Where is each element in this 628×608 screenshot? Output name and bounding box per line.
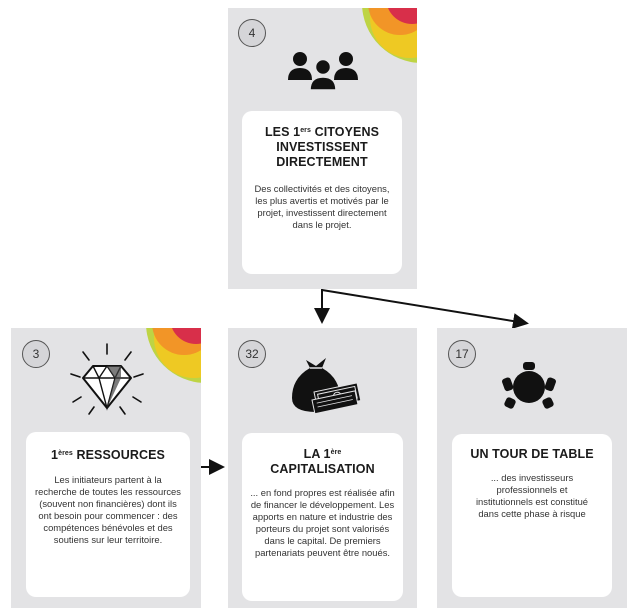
card-title: Les 1ers CITOYENS INVESTISSENT DIRECTEME… xyxy=(264,125,380,169)
card-description: Des collectivités et des citoyens, les p… xyxy=(254,183,390,230)
card-number-badge: 4 xyxy=(238,19,266,47)
card-number-badge: 32 xyxy=(238,340,266,368)
card-title: LA 1ère CAPITALISATION xyxy=(270,447,375,476)
corner-decoration xyxy=(362,8,417,63)
corner-decoration xyxy=(146,328,201,383)
arrow-to-tour-de-table xyxy=(321,289,529,329)
money-bag-icon xyxy=(284,350,364,420)
card-tour-de-table: 17 UN TOUR DE TABLE ... des investisseur… xyxy=(437,328,627,608)
card-description: ... des investisseurs professionnels et … xyxy=(475,472,589,519)
card-title: 1ères RESSOURCES xyxy=(51,448,165,462)
card-title: UN TOUR DE TABLE xyxy=(470,447,594,461)
diamond-icon xyxy=(69,342,145,422)
card-number-badge: 17 xyxy=(448,340,476,368)
card-ressources: 3 1ères RESSOURCES Les initiateurs parte… xyxy=(11,328,201,608)
card-description: ... en fond propres est réalisée afin de… xyxy=(250,487,395,558)
people-icon xyxy=(286,48,362,92)
card-panel: UN TOUR DE TABLE ... des investisseurs p… xyxy=(452,434,612,597)
card-panel: Les 1ers CITOYENS INVESTISSENT DIRECTEME… xyxy=(242,111,402,274)
card-panel: LA 1ère CAPITALISATION ... en fond propr… xyxy=(242,433,403,601)
card-number-badge: 3 xyxy=(22,340,50,368)
round-table-icon xyxy=(497,358,561,418)
card-panel: 1ères RESSOURCES Les initiateurs partent… xyxy=(26,432,190,597)
card-capitalisation: 32 LA 1ère CAPITALISATION ... en fond pr… xyxy=(228,328,417,608)
card-citoyens: 4 Les 1ers CITOYENS INVESTISSENT DIRECTE… xyxy=(228,8,417,289)
card-description: Les initiateurs partent à la recherche d… xyxy=(35,474,181,545)
